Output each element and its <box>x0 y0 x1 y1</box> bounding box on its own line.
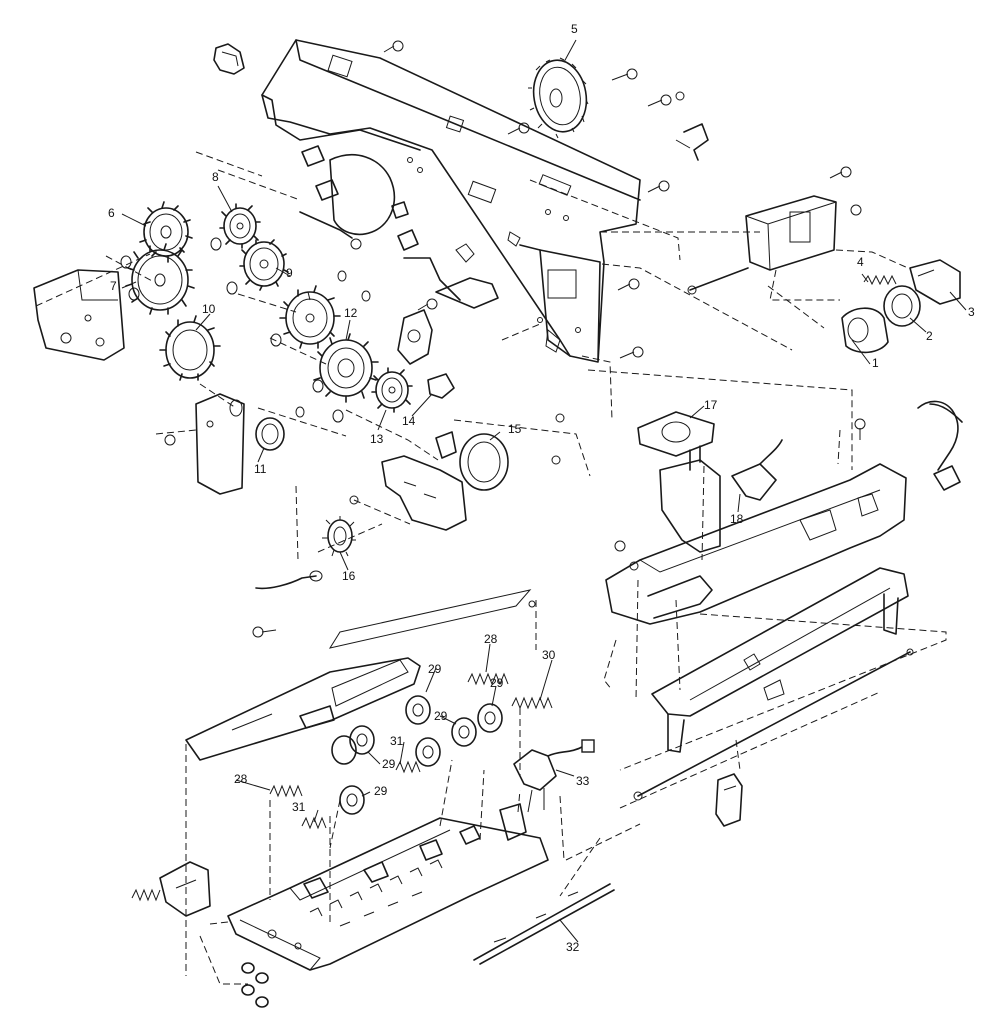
spring-lower-left <box>131 888 161 902</box>
roller-29g <box>339 785 365 815</box>
spring-30 <box>511 696 553 710</box>
roller-29e <box>331 735 357 765</box>
spring-31b <box>301 816 327 830</box>
roller-29c <box>477 703 503 733</box>
callout-15: 15 <box>508 422 522 436</box>
callout-29-d: 29 <box>382 757 396 771</box>
clamp-lower-left <box>159 861 211 917</box>
gear-10 <box>159 315 221 381</box>
leader-lines <box>121 39 967 943</box>
callout-31-b: 31 <box>292 800 306 814</box>
gear-9a <box>239 239 289 291</box>
callout-1: 1 <box>872 356 879 370</box>
callout-12: 12 <box>344 306 358 320</box>
gear-5 <box>528 57 589 139</box>
callout-29-e: 29 <box>374 784 388 798</box>
cable-top-right <box>917 400 963 491</box>
callout-28-lower: 28 <box>234 772 248 786</box>
bracket-with-gear-11 <box>195 393 285 495</box>
roller-29b <box>451 717 477 747</box>
frame-shafts <box>299 145 499 309</box>
small-parts-left-cluster <box>120 237 371 446</box>
lower-rail-right <box>651 567 909 753</box>
small-block-bottom-right <box>715 773 743 827</box>
callout-29-a: 29 <box>428 662 442 676</box>
callout-33: 33 <box>576 774 590 788</box>
right-middle-frame <box>605 459 907 625</box>
gear-9b <box>279 285 341 349</box>
callout-29-b: 29 <box>490 676 504 690</box>
part-4-spring <box>863 274 897 286</box>
callout-18: 18 <box>730 512 744 526</box>
gear-8 <box>219 203 261 249</box>
callout-29-c: 29 <box>434 709 448 723</box>
gear-16 <box>255 516 356 590</box>
spring-28-lower <box>269 784 303 798</box>
cover-sheet <box>185 589 532 761</box>
gear-6 <box>139 201 193 263</box>
shaft-lower-right <box>633 648 914 801</box>
callout-8: 8 <box>212 170 219 184</box>
rod-32 <box>473 883 615 965</box>
part-3-housing <box>909 259 961 305</box>
roller-29d <box>349 725 375 755</box>
callout-7: 7 <box>110 279 117 293</box>
motor-15-assembly <box>381 431 509 531</box>
gear-12 <box>313 333 379 403</box>
roller-29f <box>415 737 441 767</box>
callout-13: 13 <box>370 432 384 446</box>
callout-28-upper: 28 <box>484 632 498 646</box>
part-2-roller <box>883 285 921 327</box>
spring-28-upper <box>467 672 509 686</box>
clip-top-left <box>213 43 245 75</box>
lower-base-plate <box>227 803 549 971</box>
carriage-top-right <box>687 195 837 295</box>
part-18-bracket <box>731 439 783 501</box>
callout-31-a: 31 <box>390 734 404 748</box>
washers-bottom <box>241 962 269 1008</box>
callout-11: 11 <box>254 462 267 476</box>
screws <box>252 40 866 638</box>
callout-4: 4 <box>857 255 864 269</box>
callout-16: 16 <box>342 569 356 583</box>
part-33-sensor <box>513 739 595 813</box>
roller-29a <box>405 695 431 725</box>
callout-30: 30 <box>542 648 556 662</box>
gear-13 <box>371 367 413 413</box>
callout-2: 2 <box>926 329 933 343</box>
part-1-cylinder <box>841 307 889 354</box>
main-frame <box>261 39 641 363</box>
bracket-12-plate <box>397 309 433 365</box>
callout-9: 9 <box>286 266 293 280</box>
callout-10: 10 <box>202 302 216 316</box>
part-14 <box>427 373 455 399</box>
bracket-top-right <box>675 123 709 161</box>
callout-17: 17 <box>704 398 718 412</box>
callout-5: 5 <box>571 22 578 36</box>
side-plate-left <box>33 269 125 361</box>
callout-32: 32 <box>566 940 580 954</box>
callout-14: 14 <box>402 414 416 428</box>
guide-lines <box>35 151 947 985</box>
callout-6: 6 <box>108 206 115 220</box>
callout-3: 3 <box>968 305 975 319</box>
